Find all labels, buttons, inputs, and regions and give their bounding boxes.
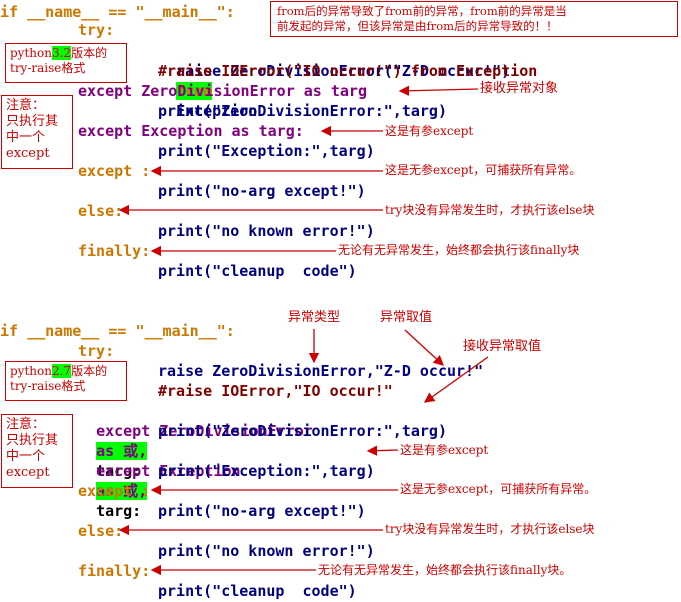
bottom-raise-line: raise ZeroDivisionError,"Z-D occur!" [158,362,484,380]
bottom-finally-line: finally: [78,562,151,580]
bottom-print-cleanup-line: print("cleanup code") [158,582,357,600]
bottom-print-noknown-line: print("no known error!") [158,542,375,560]
bottom-version-box: python2.7版本的 try-raise格式 [5,361,127,401]
top-note-finally: 无论有无异常发生，始终都会执行该finally块 [338,243,580,257]
bottom-except-exception-targ: targ: [96,502,142,520]
top-finally-line: finally: [78,242,151,260]
bottom-except-zde-text: except ZeroDivisionError [96,422,313,440]
bottom-attention-text: 注意： 只执行其 中一个 except [6,417,59,480]
top-try-line: try: [78,21,115,39]
bottom-version-python: python [10,364,52,378]
bottom-comment-line: #raise IOError,"IO occur!" [158,382,393,400]
bottom-except-exception-line: except Exception as 或, targ: [78,441,241,521]
top-arrow-receive [398,85,479,96]
bottom-except-bare-line: except : [78,482,151,500]
bottom-except-exception-text: except Exception [96,462,241,480]
top-comment-line: #raise IOError("IO occur!") from Excepti… [158,62,538,80]
bottom-note-with-arg: 这是有参except [400,443,489,457]
top-raise-from-highlight: from [176,82,213,100]
bottom-except-zde-targ: targ: [96,462,142,480]
top-print-noarg-line: print("no-arg except!") [158,182,366,200]
top-except-bare-line: except : [78,162,151,180]
top-raise-cause: Exception [176,102,258,120]
top-note-else: try块没有异常发生时，才执行该else块 [385,203,595,217]
bottom-except-exception-highlight: as 或, [96,482,148,500]
bottom-arrow-value [404,329,444,366]
bottom-note-value: 异常取值 [380,310,433,325]
bottom-except-zde-highlight: as 或, [96,442,148,460]
bottom-else-line: else: [78,522,124,540]
top-version-python: python [10,46,52,60]
top-print-noknown-line: print("no known error!") [158,222,375,240]
top-note-receive: 接收异常对象 [480,81,559,96]
top-print-cleanup-line: print("cleanup code") [158,262,357,280]
bottom-note-else: try块没有异常发生时，才执行该else块 [385,522,595,536]
top-except-zde-line: except ZeroDivisionError as targ [78,82,367,100]
top-attention-box: 注意： 只执行其 中一个 except [1,95,73,169]
top-if-main-line: if __name__ == "__main__": [0,3,235,21]
bottom-note-no-arg: 这是无参except，可捕获所有异常。 [400,482,597,496]
bottom-version-number: 2.7 [51,364,72,378]
top-attention-text: 注意： 只执行其 中一个 except [6,98,59,161]
bottom-arrow-receive-value [423,356,489,403]
top-version-text: python3.2版本的 try-raise格式 [6,44,126,78]
top-raise-main: raise ZeroDivisionError("Z-D occur!") [176,62,511,80]
bottom-version-text: python2.7版本的 try-raise格式 [6,362,126,396]
top-print-zde-line: print("ZeroDivisionError:",targ) [158,102,447,120]
top-version-number: 3.2 [51,46,72,60]
top-print-exception-line: print("Exception:",targ) [158,142,375,160]
top-version-box: python3.2版本的 try-raise格式 [5,43,127,83]
top-except-exception-line: except Exception as targ: [78,122,304,140]
bottom-arrow-with-arg [366,445,399,456]
bottom-note-type: 异常类型 [288,310,341,325]
top-note-with-arg: 这是有参except [385,124,474,138]
top-raise-line: raise ZeroDivisionError("Z-D occur!") fr… [158,41,510,121]
bottom-try-line: try: [78,342,115,360]
bottom-if-main-line: if __name__ == "__main__": [0,322,235,340]
top-version-suffix: 版本的 try-raise格式 [10,46,108,75]
bottom-note-finally: 无论有无异常发生，始终都会执行该finally块。 [318,563,572,577]
bottom-print-noarg-line: print("no-arg except!") [158,502,366,520]
bottom-note-receive-value: 接收异常取值 [463,339,542,354]
top-from-note-box: from后的异常导致了from前的异常，from前的异常是当 前发起的异常，但该… [270,1,678,37]
bottom-version-suffix: 版本的 try-raise格式 [10,364,108,393]
bottom-except-zde-line: except ZeroDivisionError as 或, targ: [78,401,313,481]
bottom-attention-box: 注意： 只执行其 中一个 except [1,414,73,488]
top-else-line: else: [78,202,124,220]
top-note-no-arg: 这是无参except，可捕获所有异常。 [385,163,582,177]
bottom-print-zde-line: print("ZeroDivisionError:",targ) [158,422,447,440]
top-from-note-text: from后的异常导致了from前的异常，from前的异常是当 前发起的异常，但该… [277,4,567,33]
bottom-print-exception-line: print("Exception:",targ) [158,462,375,480]
